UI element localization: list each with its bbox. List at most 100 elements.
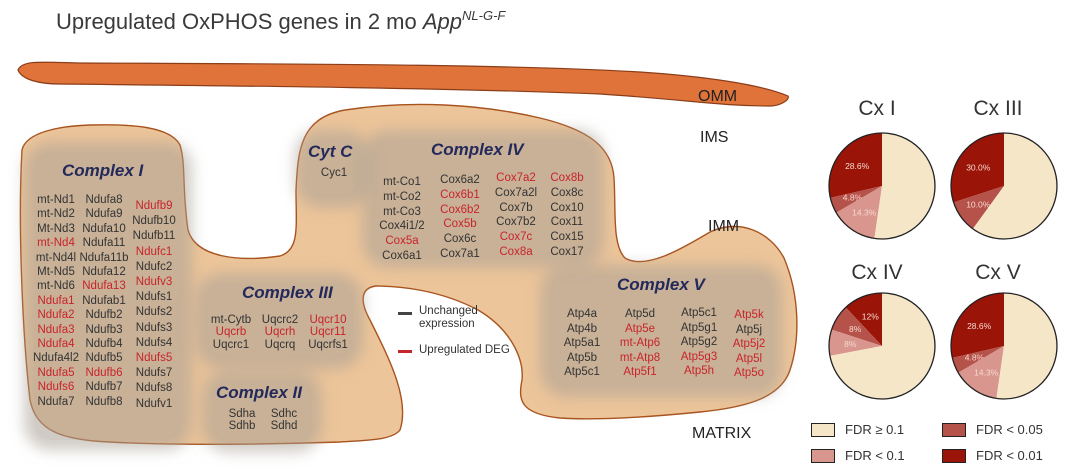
cyt-c-genes: Cyc1 <box>312 166 356 180</box>
gene-label: Sdhb <box>228 420 256 433</box>
gene-label: Ndufa11 <box>82 237 126 250</box>
cyt-c-box <box>305 140 360 198</box>
gene-label: Cox7a2l <box>494 186 538 199</box>
gene-label: Cox4i1/2 <box>379 220 425 233</box>
slice-fdr-lt-0-01 <box>951 293 1004 358</box>
figure-title: Upregulated OxPHOS genes in 2 mo AppNL-G… <box>56 8 505 35</box>
fdr-swatch-ge-0-1 <box>811 422 835 437</box>
pie-title-cx-iii: Cx III <box>973 97 1023 120</box>
gene-label: Cyc1 <box>320 167 348 179</box>
gene-label: Cox7c <box>499 231 533 244</box>
complex-iii-title: Complex III <box>242 283 333 302</box>
gene-label: Atp4a <box>566 308 598 320</box>
slice-fdr-ge-0-1 <box>996 293 1057 399</box>
gene-label: Ndufb9 <box>135 200 173 212</box>
slice-data-label: 14.3% <box>852 207 877 217</box>
slice-fdr-lt-0-05 <box>952 346 1004 373</box>
title-gene-italic: App <box>422 9 463 34</box>
gene-label: Cox10 <box>550 201 584 214</box>
complex-iv-box <box>372 140 594 258</box>
gene-label: Ndufa7 <box>37 395 75 408</box>
gene-label: Ndufb6 <box>85 366 123 379</box>
gene-label: Ndufb5 <box>85 352 123 365</box>
gene-label: Ndufb11 <box>132 230 176 243</box>
gene-label: Sdha <box>228 408 256 420</box>
gene-label: Cox6c <box>443 233 477 246</box>
ims-label: IMS <box>700 129 729 146</box>
gene-label: Uqcrc2 <box>261 314 299 326</box>
gene-label: mt-Cytb <box>210 314 252 326</box>
gene-label: Ndufs6 <box>37 381 75 394</box>
gene-label: Ndufs1 <box>135 291 173 304</box>
fdr-legend-lt-0-05: FDR < 0.05 <box>942 422 1043 437</box>
gene-label: Ndufc2 <box>135 260 173 273</box>
gene-label: Ndufs3 <box>135 321 173 334</box>
fdr-swatch-lt-0-1 <box>811 448 835 463</box>
gene-label: Cox7b <box>499 201 533 214</box>
gene-label: Cox6a2 <box>440 174 480 186</box>
fdr-label-ge-0-1: FDR ≥ 0.1 <box>845 422 905 437</box>
pie-chart-cx-i: 28.6%4.8%14.3% <box>828 132 936 240</box>
gene-label: Ndufa1 <box>37 294 75 307</box>
slice-data-label: 8% <box>844 339 857 349</box>
gene-label: Cox8c <box>550 186 584 199</box>
upregulated-legend-label: Upregulated DEG <box>419 344 510 356</box>
fdr-label-lt-0-1: FDR < 0.1 <box>845 448 905 463</box>
matrix-label: MATRIX <box>692 425 752 442</box>
pie-outline <box>828 132 936 240</box>
gene-label: Ndufs8 <box>135 382 173 395</box>
gene-label: Uqcrb <box>215 326 247 339</box>
gene-label: Ndufs7 <box>135 367 173 380</box>
fdr-swatch-lt-0-01 <box>942 448 966 463</box>
gene-label: Atp5f1 <box>623 366 657 379</box>
gene-label: Sdhd <box>270 420 298 433</box>
slice-data-label: 8% <box>849 324 862 334</box>
fdr-legend-ge-0-1: FDR ≥ 0.1 <box>811 422 904 437</box>
gene-label: Cox7b2 <box>496 216 536 229</box>
gene-label: Uqcrfs1 <box>308 338 348 351</box>
gene-label: Atp5c1 <box>681 307 717 319</box>
gene-label: Atp4b <box>566 322 598 335</box>
slice-fdr-lt-0-01 <box>829 133 882 198</box>
fdr-swatch-lt-0-05 <box>942 422 966 437</box>
pie-outline <box>950 292 1058 400</box>
gene-label: mt-Nd2 <box>37 208 75 221</box>
slice-fdr-lt-0-05 <box>830 186 882 213</box>
title-superscript: NL-G-F <box>462 8 506 23</box>
slice-fdr-lt-0-1 <box>829 329 882 356</box>
complex-iii-box <box>205 283 353 359</box>
gene-label: Ndufb8 <box>85 395 123 408</box>
pie-chart-cx-iii: 30.0%10.0% <box>950 132 1058 240</box>
omm-shape <box>17 61 789 107</box>
gene-label: Ndufb10 <box>132 215 176 228</box>
gene-label: Uqcr10 <box>309 314 347 326</box>
pie-outline <box>950 132 1058 240</box>
gene-label: Cox8b <box>550 172 584 184</box>
gene-label: mt-Co1 <box>383 176 421 188</box>
gene-label: Ndufb3 <box>85 323 123 336</box>
unchanged-legend-label: Unchanged expression <box>419 305 478 331</box>
gene-label: Atp5k <box>734 309 764 321</box>
gene-label: Atp5j2 <box>732 338 766 351</box>
gene-label: Ndufv1 <box>135 397 173 410</box>
slice-fdr-lt-0-1 <box>958 346 1004 399</box>
gene-label: Atp5g2 <box>680 336 718 349</box>
gene-label: mt-Nd6 <box>37 280 75 293</box>
fdr-label-lt-0-05: FDR < 0.05 <box>976 422 1043 437</box>
gene-label: Ndufs2 <box>135 306 173 319</box>
gene-label: Atp5g1 <box>680 321 718 334</box>
complex-i-box <box>34 152 182 440</box>
gene-label: Ndufs4 <box>135 336 173 349</box>
gene-label: Uqcrc1 <box>212 338 250 351</box>
gene-label: Atp5g3 <box>680 350 718 363</box>
gene-label: Cox5b <box>443 218 477 231</box>
gene-label: Ndufa10 <box>82 222 126 235</box>
gene-label: mt-Atp6 <box>619 337 661 350</box>
